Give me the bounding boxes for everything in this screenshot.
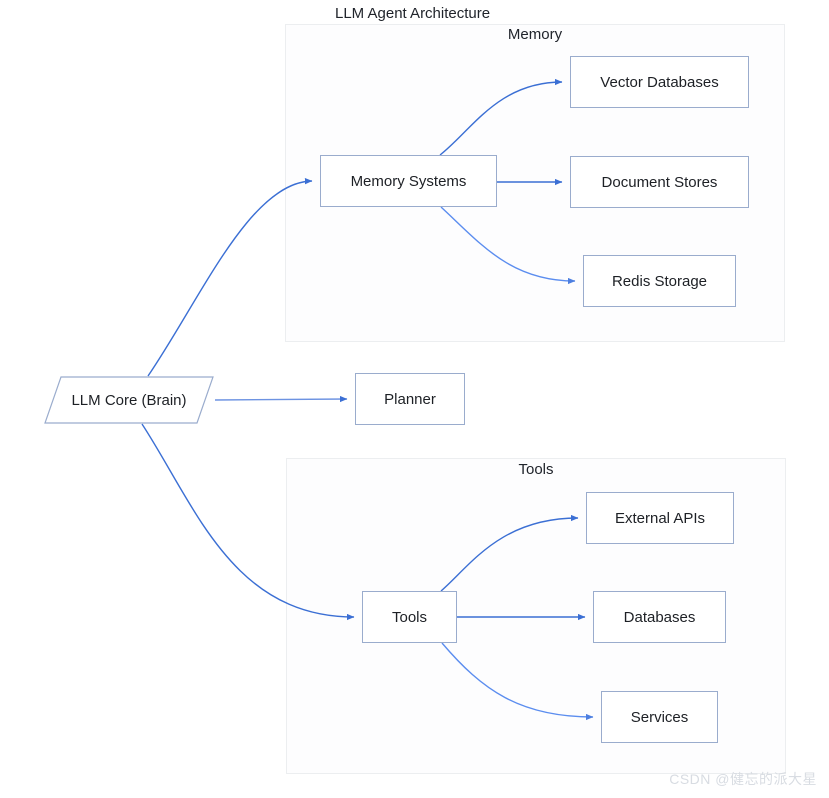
node-redis-storage[interactable]: Redis Storage — [583, 255, 736, 307]
edge-core-to-planner — [214, 395, 348, 403]
node-document-stores-label: Document Stores — [601, 173, 718, 191]
node-memory-systems[interactable]: Memory Systems — [320, 155, 497, 207]
watermark: CSDN @健忘的派大星 — [669, 771, 817, 787]
node-databases[interactable]: Databases — [593, 591, 726, 643]
node-planner[interactable]: Planner — [355, 373, 465, 425]
node-tools-label: Tools — [391, 608, 428, 626]
node-tools[interactable]: Tools — [362, 591, 457, 643]
node-planner-label: Planner — [384, 390, 436, 408]
node-memory-systems-label: Memory Systems — [350, 172, 467, 190]
node-external-apis[interactable]: External APIs — [586, 492, 734, 544]
node-redis-storage-label: Redis Storage — [611, 272, 708, 290]
node-services[interactable]: Services — [601, 691, 718, 743]
node-services-label: Services — [630, 708, 689, 726]
trapezoid-shape — [44, 376, 214, 424]
node-external-apis-label: External APIs — [614, 509, 706, 527]
node-llm-core-label: LLM Core (Brain) — [71, 391, 187, 409]
node-vector-databases-label: Vector Databases — [600, 73, 719, 91]
node-databases-label: Databases — [623, 608, 696, 626]
node-llm-core[interactable]: LLM Core (Brain) — [44, 376, 214, 424]
group-tools-label: Tools — [518, 461, 554, 478]
diagram-title: LLM Agent Architecture — [335, 5, 491, 22]
node-document-stores[interactable]: Document Stores — [570, 156, 749, 208]
node-vector-databases[interactable]: Vector Databases — [570, 56, 749, 108]
group-memory-label: Memory — [507, 26, 563, 43]
